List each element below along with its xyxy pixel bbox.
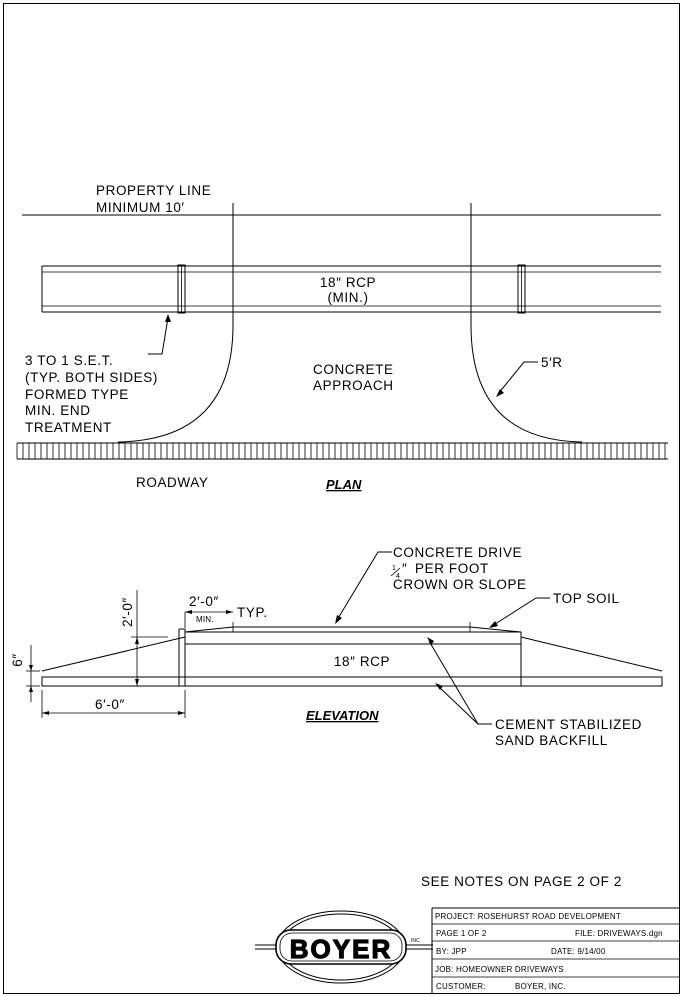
plan-pipe-label-1: 18″ RCP xyxy=(320,275,376,290)
dim-min-label: MIN. xyxy=(196,615,214,624)
fraction-denominator: 4 xyxy=(396,573,400,580)
plan-title: PLAN xyxy=(326,477,362,492)
approach-label-1: CONCRETE xyxy=(313,362,394,377)
backfill-bottom xyxy=(184,676,522,687)
property-line-label-2: MINIMUM 10′ xyxy=(96,200,185,215)
elevation-pipe-label: 18″ RCP xyxy=(334,654,390,669)
dim-6in-label: 6″ xyxy=(10,653,25,667)
drive-note-1: CONCRETE DRIVE xyxy=(393,545,522,560)
tb-project: PROJECT: ROSEHURST ROAD DEVELOPMENT xyxy=(435,912,621,921)
set-note-1: 3 TO 1 S.E.T. xyxy=(25,353,113,368)
dim-2ft-h-label: 2′-0″ xyxy=(189,594,219,609)
left-outer-edge xyxy=(41,676,186,687)
tb-file: FILE: DRIVEWAYS.dgn xyxy=(575,929,663,938)
tb-by: BY: JPP xyxy=(436,947,467,956)
sheet-border xyxy=(3,3,680,994)
set-note-2: (TYP. BOTH SIDES) xyxy=(25,370,158,385)
elevation-title: ELEVATION xyxy=(306,708,379,723)
drive-note-3: CROWN OR SLOPE xyxy=(393,577,527,592)
backfill-top xyxy=(184,631,522,645)
fraction-mark: ″ xyxy=(402,561,407,576)
drive-leader xyxy=(336,551,392,621)
radius-leader xyxy=(497,361,538,395)
set-leader xyxy=(148,317,169,355)
tb-job: JOB: HOMEOWNER DRIVEWAYS xyxy=(435,965,564,974)
boyer-logo: BOYER INC. xyxy=(255,910,433,984)
title-block: PROJECT: ROSEHURST ROAD DEVELOPMENT PAGE… xyxy=(431,907,680,994)
roadway-edge xyxy=(16,442,668,460)
set-note-5: TREATMENT xyxy=(25,420,112,435)
tb-date: DATE: 9/14/00 xyxy=(551,947,606,956)
property-line-label-1: PROPERTY LINE xyxy=(96,183,211,198)
left-side-slope xyxy=(41,636,186,672)
dim-typ-label: TYP. xyxy=(237,605,268,620)
driveway-left-edge xyxy=(117,203,234,443)
dim-6ft-label: 6′-0″ xyxy=(95,697,125,712)
backfill-leader-2 xyxy=(437,685,479,725)
topsoil-leader xyxy=(491,597,550,627)
dim-2ft-v-label: 2′-0″ xyxy=(120,597,135,627)
driveway-right-edge xyxy=(470,203,583,443)
radius-label: 5′R xyxy=(541,355,563,370)
logo-text: BOYER xyxy=(290,934,392,964)
tb-page: PAGE 1 OF 2 xyxy=(436,929,487,938)
see-notes: SEE NOTES ON PAGE 2 OF 2 xyxy=(421,874,622,889)
fraction-numerator: 1 xyxy=(392,565,396,572)
backfill-label-1: CEMENT STABILIZED xyxy=(495,717,642,732)
elevation-view: 18″ RCP CONCRETE DRIVE 1 4 ″ PER FOOT CR… xyxy=(10,545,663,748)
tb-customer-label: CUSTOMER: xyxy=(436,982,486,991)
backfill-leader-1 xyxy=(428,640,492,725)
right-side-slope xyxy=(520,636,663,672)
concrete-drive xyxy=(184,626,522,633)
backfill-label-2: SAND BACKFILL xyxy=(495,733,608,748)
approach-label-2: APPROACH xyxy=(313,378,394,393)
set-note-4: MIN. END xyxy=(25,403,91,418)
plan-view: PROPERTY LINE MINIMUM 10′ 18″ RCP (MIN.)… xyxy=(16,183,668,492)
logo-suffix: INC. xyxy=(411,938,421,944)
plan-pipe xyxy=(41,264,661,314)
drive-note-2: PER FOOT xyxy=(415,561,489,576)
tb-customer: BOYER, INC. xyxy=(515,982,566,991)
plan-pipe-label-2: (MIN.) xyxy=(327,290,368,305)
right-outer-edge xyxy=(520,676,663,687)
top-soil-label: TOP SOIL xyxy=(553,591,620,606)
roadway-label: ROADWAY xyxy=(136,475,208,490)
set-note-3: FORMED TYPE xyxy=(25,387,129,402)
